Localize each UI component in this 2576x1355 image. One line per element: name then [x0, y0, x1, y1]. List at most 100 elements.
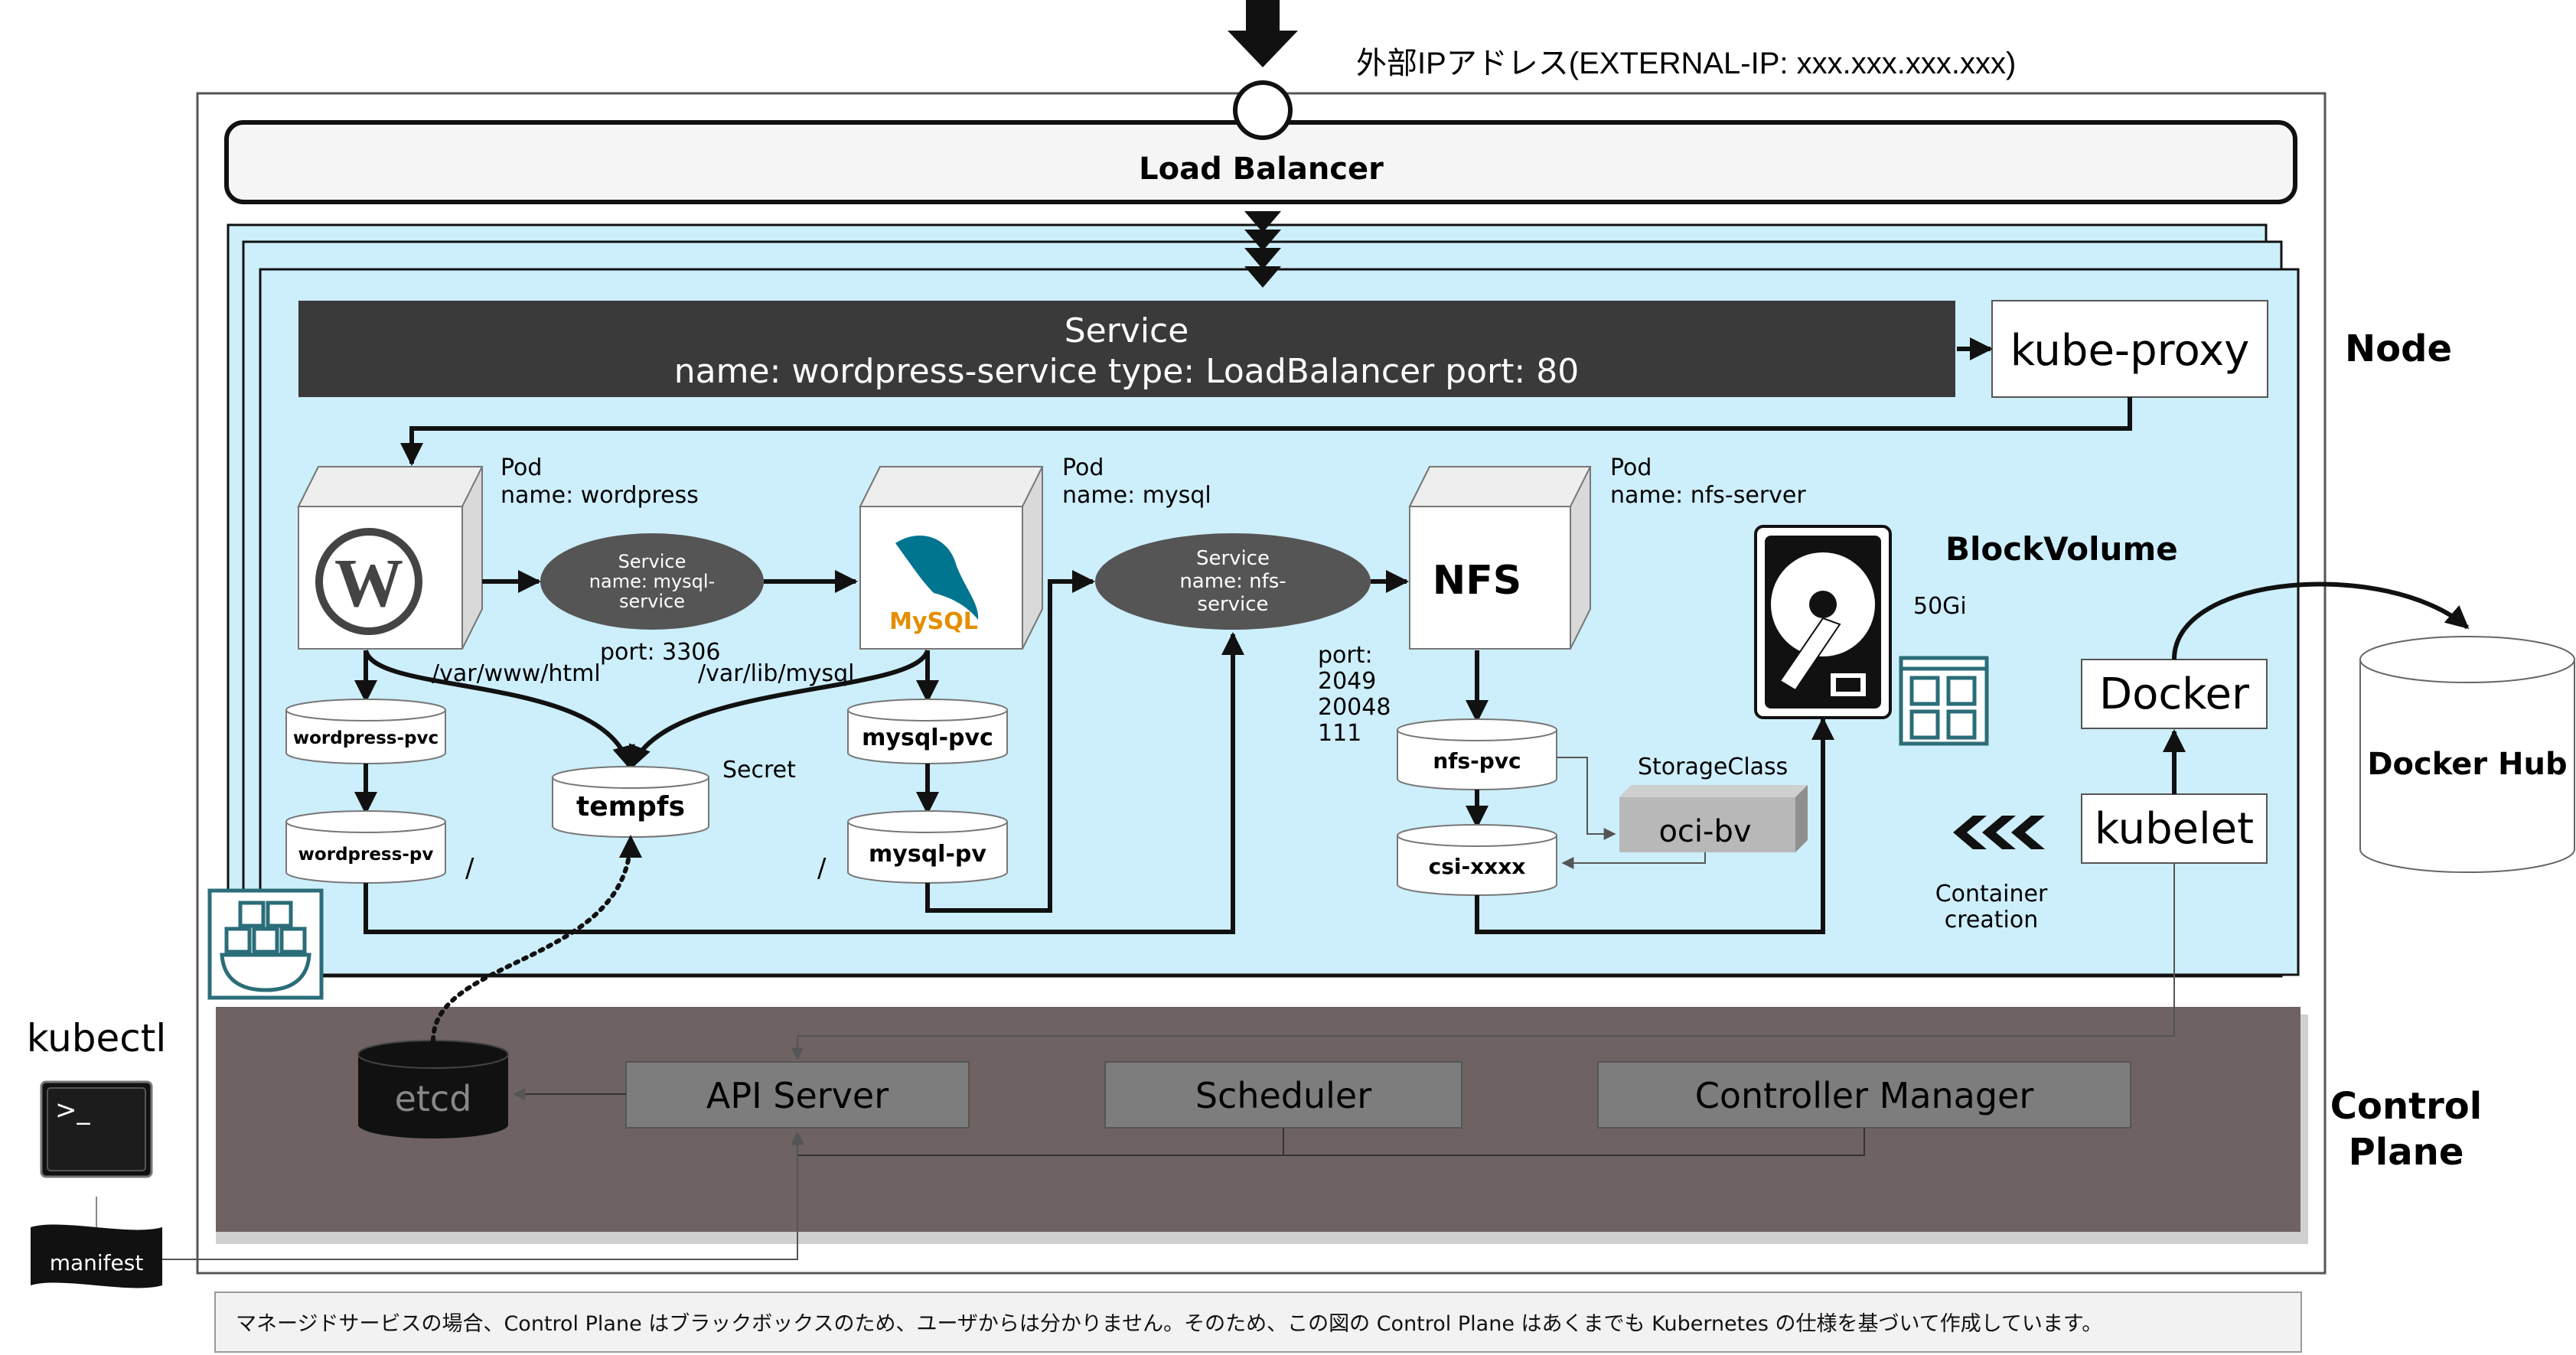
docker-box — [2081, 659, 2268, 729]
wordpress-pod-name: name: wordpress — [501, 482, 699, 509]
api-server-box — [625, 1061, 970, 1129]
docker-hub-label: Docker Hub — [2367, 747, 2567, 782]
wordpress-service-bar — [298, 301, 1955, 397]
nfs-service-line1: Service — [1196, 547, 1270, 570]
nfs-port-20048: 20048 — [1318, 694, 1391, 721]
csi-label: csi-xxxx — [1429, 854, 1526, 879]
path-var-lib-mysql: /var/lib/mysql — [698, 660, 855, 687]
oci-bv-box — [1619, 785, 1808, 852]
secret-label: Secret — [722, 757, 796, 783]
oci-bv-label: oci-bv — [1658, 814, 1751, 849]
nfs-service-line3: service — [1197, 593, 1268, 616]
container-creation-line2: creation — [1945, 907, 2038, 933]
mysql-logo-text: MySQL — [889, 608, 978, 635]
footer-note: マネージドサービスの場合、Control Plane はブラックボックスのため、… — [236, 1312, 2103, 1336]
nfs-port-label: port: — [1318, 642, 1373, 669]
external-ip-label: 外部IPアドレス(EXTERNAL-IP: xxx.xxx.xxx.xxx) — [1356, 47, 2016, 80]
mysql-service-line1: Service — [618, 551, 686, 572]
nfs-cube-label: NFS — [1433, 558, 1522, 604]
wordpress-pv-to-nfs-service-arrow — [364, 632, 1244, 934]
manifest-label: manifest — [50, 1250, 144, 1275]
nfs-service-line2: name: nfs- — [1179, 570, 1286, 593]
mysql-pv-label: mysql-pv — [869, 841, 986, 868]
path-var-www-html: /var/www/html — [432, 660, 601, 687]
mysql-service-ellipse — [540, 533, 764, 630]
block-volume-label: BlockVolume — [1945, 530, 2178, 568]
node-label: Node — [2345, 327, 2452, 370]
svg-text:W: W — [334, 546, 403, 621]
kubelet-to-api-server-line — [791, 863, 2175, 1060]
load-balancer-label: Load Balancer — [1139, 151, 1384, 187]
nfs-pod-kind: Pod — [1610, 454, 1652, 481]
mysql-pvc-cylinder — [847, 699, 1008, 764]
etcd-label: etcd — [395, 1078, 472, 1119]
mysql-pv-to-nfs-service-arrow — [925, 570, 1095, 913]
mysql-pv-slash: / — [817, 853, 827, 884]
kube-proxy-to-wordpress-arrow — [400, 397, 2132, 466]
manifest-banner — [31, 1224, 162, 1288]
mysql-pod-kind: Pod — [1062, 454, 1104, 481]
csi-to-block-volume-arrow — [1475, 717, 1834, 934]
api-server-label: API Server — [706, 1075, 889, 1116]
container-creation-chevrons — [1953, 816, 2045, 849]
hard-disk-icon — [1754, 525, 1892, 719]
nfs-pvc-to-oci-bv-line — [1557, 757, 1616, 840]
wordpress-pv-cylinder — [285, 810, 446, 884]
oci-bv-to-csi-line — [1561, 852, 1706, 869]
wordpress-pvc-label: wordpress-pvc — [293, 728, 439, 748]
control-plane-label-line1: Control — [2330, 1085, 2482, 1128]
wordpress-pv-label: wordpress-pv — [298, 845, 434, 865]
node-worker-icon — [207, 888, 324, 1000]
tempfs-label: tempfs — [576, 791, 685, 822]
wordpress-pv-slash: / — [465, 853, 474, 884]
controller-manager-box — [1597, 1061, 2131, 1129]
mysql-service-line2: name: mysql- — [589, 571, 715, 592]
nfs-port-111: 111 — [1318, 720, 1361, 747]
kube-proxy-label: kube-proxy — [2010, 326, 2250, 376]
docker-hub-cylinder — [2359, 636, 2575, 873]
scheduler-box — [1104, 1061, 1462, 1129]
controller-manager-label: Controller Manager — [1695, 1075, 2034, 1116]
external-ip-port — [1233, 80, 1293, 140]
tempfs-cylinder — [552, 766, 709, 838]
mysql-dolphin-icon — [895, 536, 979, 620]
storage-class-label: StorageClass — [1638, 754, 1788, 780]
lb-to-node-chevrons — [1244, 211, 1281, 288]
docker-to-docker-hub-arrow — [2171, 581, 2470, 660]
service-bar-title: Service — [1065, 311, 1189, 350]
nfs-pod-cube — [1408, 466, 1592, 650]
mysql-pv-cylinder — [847, 810, 1008, 884]
block-volume-size: 50Gi — [1913, 593, 1967, 620]
kubelet-box — [2081, 793, 2268, 864]
nfs-port-2049: 2049 — [1318, 668, 1376, 695]
wordpress-pvc-cylinder — [285, 699, 446, 764]
container-creation-line1: Container — [1935, 881, 2048, 907]
etcd-cylinder — [357, 1040, 509, 1138]
scheduler-controller-to-api-line — [1283, 1128, 1865, 1156]
port-3306-label: port: 3306 — [600, 639, 721, 666]
control-plane-label-line2: Plane — [2349, 1131, 2464, 1174]
wordpress-pod-kind: Pod — [501, 454, 542, 481]
manifest-to-api-server-line — [162, 1131, 804, 1260]
terminal-icon — [40, 1080, 153, 1178]
incoming-traffic-arrow — [1228, 0, 1298, 67]
mysql-pod-name: name: mysql — [1062, 482, 1211, 509]
scheduler-label: Scheduler — [1195, 1075, 1371, 1116]
wordpress-to-tempfs-curve — [364, 649, 635, 769]
csi-cylinder — [1397, 824, 1557, 896]
block-storage-icon — [1899, 656, 1989, 746]
kubelet-label: kubelet — [2095, 804, 2254, 854]
wordpress-icon: W — [315, 528, 422, 635]
service-bar-detail: name: wordpress-service type: LoadBalanc… — [674, 352, 1579, 391]
kubectl-label: kubectl — [27, 1016, 167, 1060]
nfs-pod-name: name: nfs-server — [1610, 482, 1806, 509]
nfs-service-ellipse — [1095, 533, 1371, 630]
terminal-prompt: >_ — [55, 1095, 90, 1125]
nfs-pvc-cylinder — [1397, 718, 1557, 790]
docker-label: Docker — [2099, 669, 2250, 719]
nfs-pvc-label: nfs-pvc — [1433, 748, 1521, 774]
mysql-pvc-label: mysql-pvc — [862, 725, 993, 751]
etcd-to-tempfs-dotted-arrow — [431, 835, 642, 1043]
mysql-to-tempfs-curve — [628, 649, 930, 769]
